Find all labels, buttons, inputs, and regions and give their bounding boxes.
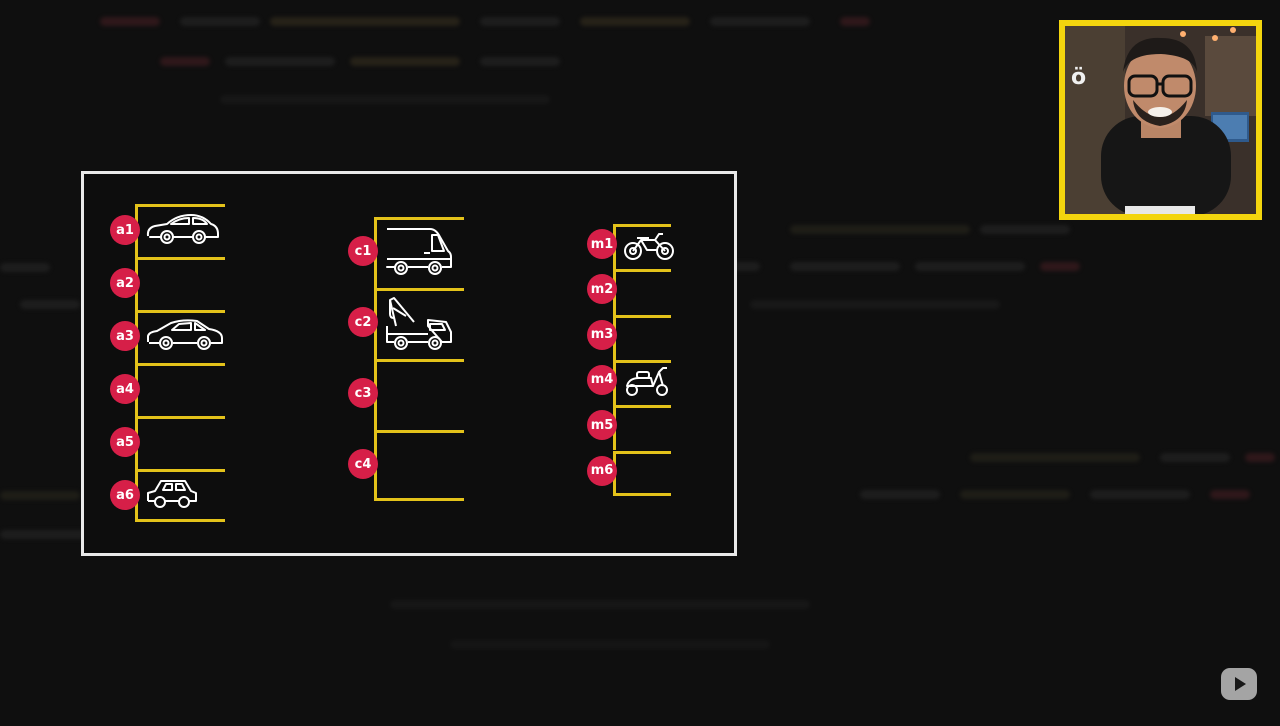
bay-label-m6: m6 — [587, 455, 617, 486]
bay-divider — [135, 204, 225, 207]
svg-text:ö: ö — [1071, 65, 1086, 90]
bay-label-a3: a3 — [110, 321, 140, 351]
bay-divider — [613, 224, 671, 227]
scooter-icon — [623, 364, 671, 398]
compact-car-icon — [145, 477, 199, 511]
bay-label-a1: a1 — [110, 215, 140, 245]
bay-divider — [374, 288, 464, 291]
bay-divider — [374, 430, 464, 433]
bay-divider — [135, 257, 225, 260]
bay-label-a5: a5 — [110, 427, 140, 457]
bay-divider — [374, 217, 464, 220]
bay-label-a2: a2 — [110, 268, 140, 298]
sedan-icon — [145, 212, 221, 246]
bay-label-a6: a6 — [110, 480, 140, 510]
bay-divider — [613, 269, 671, 273]
bay-label-m2: m2 — [587, 274, 617, 305]
bay-label-c3: c3 — [348, 378, 378, 408]
motorcycle-icon — [623, 228, 675, 262]
bay-divider — [613, 405, 671, 409]
bay-divider — [613, 314, 671, 318]
bay-divider — [374, 359, 464, 362]
bay-divider — [135, 363, 225, 366]
bay-divider — [374, 498, 464, 501]
bay-label-m3: m3 — [587, 319, 617, 350]
bay-divider — [613, 359, 671, 363]
bay-label-c1: c1 — [348, 236, 378, 266]
bay-label-m4: m4 — [587, 364, 617, 395]
bay-label-a4: a4 — [110, 374, 140, 404]
van-icon — [384, 225, 454, 277]
bay-label-m5: m5 — [587, 410, 617, 441]
bay-label-m1: m1 — [587, 229, 617, 259]
hatchback-icon — [145, 318, 225, 352]
tow-truck-icon — [384, 296, 454, 352]
presenter-photo: ö — [1065, 26, 1256, 214]
presenter-webcam: ö — [1059, 20, 1262, 220]
bay-divider — [135, 469, 225, 472]
bay-divider — [135, 416, 225, 419]
bay-divider — [613, 450, 671, 454]
bay-divider — [135, 310, 225, 313]
bay-label-c2: c2 — [348, 307, 378, 337]
bay-label-c4: c4 — [348, 449, 378, 479]
youtube-play-icon[interactable] — [1221, 668, 1257, 700]
bay-divider — [135, 519, 225, 522]
bay-divider — [613, 492, 671, 496]
